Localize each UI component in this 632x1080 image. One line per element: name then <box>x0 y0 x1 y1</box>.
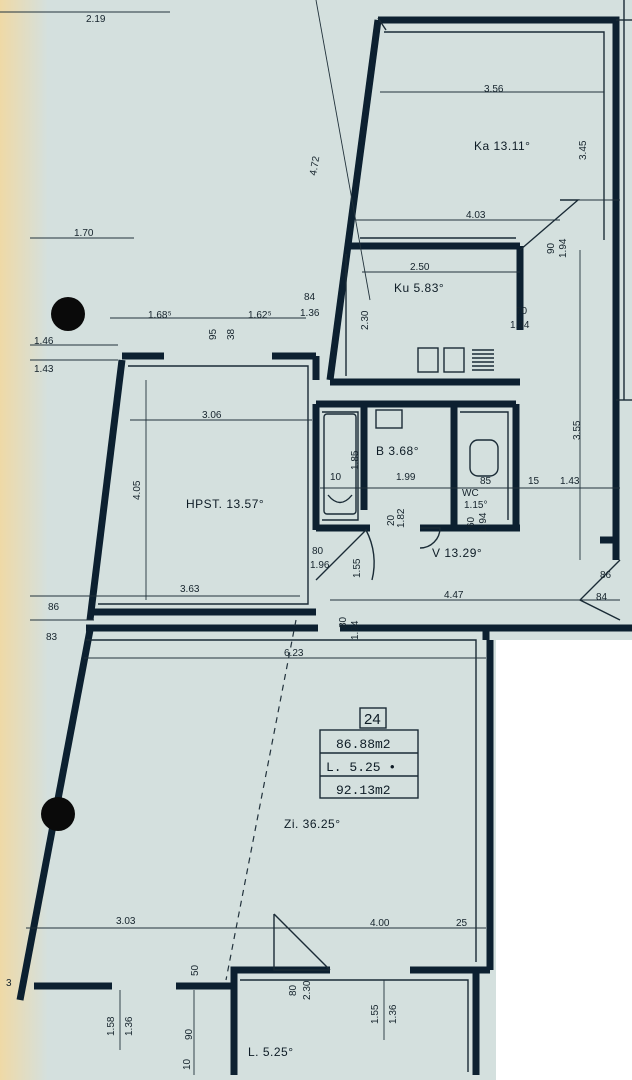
dimension-label: 90 <box>184 1028 195 1040</box>
dimension-label: 86 <box>48 602 60 613</box>
dimension-label: 4.05 <box>132 480 143 500</box>
dimension-label: 3.45 <box>578 140 589 160</box>
unit-area-86: 86.88m2 <box>336 737 391 752</box>
room-l-label: L. 5.25° <box>248 1045 294 1059</box>
punch-hole-bottom <box>41 797 75 831</box>
unit-area-box: 24 86.88m2 L. 5.25 • 92.13m2 <box>319 707 419 799</box>
dimension-label: 2.50 <box>410 262 430 273</box>
sink <box>375 409 403 429</box>
dimension-label: 38 <box>226 328 237 340</box>
inner-lines <box>86 0 632 1072</box>
room-v-label: V 13.29° <box>432 546 482 560</box>
dimension-label: 3.06 <box>202 410 222 421</box>
punch-hole-top <box>51 297 85 331</box>
door-swings <box>273 199 621 971</box>
dimension-label: 1.46 <box>34 336 54 347</box>
aged-paper-edge <box>0 0 48 1080</box>
dimension-label: 1.94 <box>350 620 361 640</box>
room-wc-label: WC <box>462 488 479 499</box>
dimension-label: 1.58 <box>106 1016 117 1036</box>
dimension-label: 3.55 <box>572 420 583 440</box>
fixtures <box>323 347 499 515</box>
dimension-label: 85 <box>480 476 492 487</box>
dimension-label: 1.82 <box>396 508 407 528</box>
dimension-label: 1.68⁵ <box>148 310 172 321</box>
dimension-label: 15 <box>528 476 540 487</box>
dimension-label: 1.99 <box>396 472 416 483</box>
room-wc-area: 1.15° <box>464 500 487 511</box>
room-ka-label: Ka 13.11° <box>474 139 530 153</box>
radiator <box>472 349 494 371</box>
dimension-labels: 2.19 3.56 3.45 4.72 1.70 4.03 2.50 84 1.… <box>6 14 612 1070</box>
room-b-label: B 3.68° <box>376 444 419 458</box>
dimension-label: 2.19 <box>86 14 106 25</box>
room-hpst-label: HPST. 13.57° <box>186 497 264 511</box>
room-zi-label: Zi. 36.25° <box>284 817 341 831</box>
dimension-label: 83 <box>46 632 58 643</box>
dimension-label: 1.55 <box>352 558 363 578</box>
dimension-label: 95 <box>208 328 219 340</box>
dimension-label: 20 <box>386 514 397 526</box>
dimension-label: 10 <box>330 472 342 483</box>
dimension-label: 70 <box>516 306 528 317</box>
unit-area-92: 92.13m2 <box>336 783 391 798</box>
dimension-label: 84 <box>304 292 316 303</box>
dimension-label: 4.03 <box>466 210 486 221</box>
dimension-label: 25 <box>456 918 468 929</box>
dimension-label: 6.23 <box>284 648 304 659</box>
dimension-label: 3.03 <box>116 916 136 927</box>
dimension-label: 1.94 <box>558 238 569 258</box>
dimension-label: 80 <box>312 546 324 557</box>
dimension-label: 10 <box>182 1058 193 1070</box>
dimension-label: 84 <box>596 592 608 603</box>
dimension-label: 50 <box>190 964 201 976</box>
dimension-label: 3.63 <box>180 584 200 595</box>
dimension-label: 1.43 <box>560 476 580 487</box>
dimension-label: 1.36 <box>388 1004 399 1024</box>
toilet <box>469 439 499 477</box>
dimension-label: 80 <box>338 616 349 628</box>
dimension-label: 1.43 <box>34 364 54 375</box>
bathtub <box>323 413 357 515</box>
dimension-label: 2.30 <box>302 980 313 1000</box>
dimension-label: 1.36 <box>300 308 320 319</box>
dimension-label: 1.85 <box>350 450 361 470</box>
stove <box>417 347 439 373</box>
dimension-label: 1.70 <box>74 228 94 239</box>
dimension-label: 4.72 <box>308 155 322 177</box>
dimension-label: 4.00 <box>370 918 390 929</box>
dimension-label: 3 <box>6 978 12 989</box>
dimension-label: 1.55 <box>370 1004 381 1024</box>
unit-area-loggia: L. 5.25 • <box>326 760 396 775</box>
dimension-label: 1.62⁵ <box>248 310 272 321</box>
dimension-label: 80 <box>288 984 299 996</box>
outside-area <box>496 640 632 1080</box>
dimension-label: 1.36 <box>124 1016 135 1036</box>
dimension-label: 1.96 <box>310 560 330 571</box>
dimension-lines <box>0 0 620 1075</box>
dimension-label: 90 <box>546 242 557 254</box>
room-ku-label: Ku 5.83° <box>394 281 444 295</box>
dimension-label: 4.47 <box>444 590 464 601</box>
dimension-label: 1.94 <box>478 512 489 532</box>
room-labels: Ka 13.11° Ku 5.83° HPST. 13.57° B 3.68° … <box>186 139 530 1059</box>
counter <box>443 347 465 373</box>
dimension-label: 3.56 <box>484 84 504 95</box>
dimension-label: 60 <box>466 516 477 528</box>
dimension-label: 86 <box>600 570 612 581</box>
dimension-label: 1.94 <box>510 320 530 331</box>
unit-number: 24 <box>364 711 381 728</box>
dimension-label: 2.30 <box>360 310 371 330</box>
